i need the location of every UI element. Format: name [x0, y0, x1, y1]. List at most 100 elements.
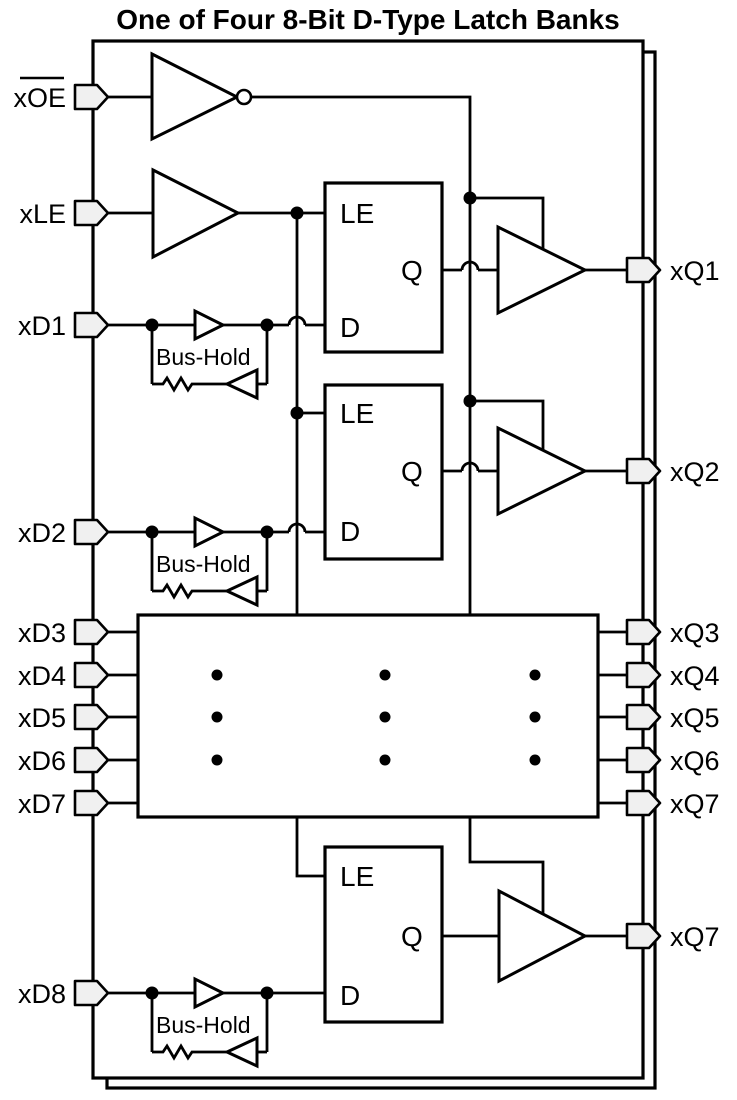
input-label-xd1: xD1 — [18, 311, 66, 341]
input-label-xoe: xOE — [13, 83, 66, 113]
latch-le-label: LE — [340, 861, 374, 892]
tristate-buffer-icon — [496, 425, 589, 517]
output-label-xq8: xQ7 — [670, 922, 720, 952]
output-pin-xq2 — [625, 457, 662, 485]
output-pins — [625, 256, 662, 950]
d8-net — [108, 976, 325, 1010]
input-pin-xd6 — [73, 746, 110, 774]
q8-output — [442, 888, 627, 984]
input-pins — [73, 83, 110, 1007]
oe-inverter-gate-icon — [150, 51, 241, 142]
input-label-xd2: xD2 — [18, 518, 66, 548]
output-label-xq7: xQ7 — [670, 789, 720, 819]
input-pin-xd3 — [73, 618, 110, 646]
wire-hop — [460, 260, 480, 271]
output-pin-xq6 — [625, 746, 662, 774]
output-label-xq3: xQ3 — [670, 618, 720, 648]
input-pin-xd1 — [73, 311, 110, 339]
ellipsis-dot — [211, 669, 223, 681]
tristate-buffer-icon — [497, 888, 589, 984]
latch-2: LE Q D — [323, 383, 444, 561]
latch-q-label: Q — [401, 921, 423, 952]
bus-hold-label: Bus-Hold — [156, 551, 251, 577]
output-label-xq6: xQ6 — [670, 746, 720, 776]
latch-q-label: Q — [401, 255, 423, 286]
output-label-xq2: xQ2 — [670, 457, 720, 487]
output-pin-xq1 — [625, 256, 662, 284]
d2-input-buffer-icon — [193, 515, 227, 549]
latch-d-label: D — [340, 516, 360, 547]
output-labels: xQ1 xQ2 xQ3 xQ4 xQ5 xQ6 xQ7 xQ7 — [670, 256, 720, 952]
ellipsis-dot — [211, 711, 223, 723]
ellipsis-dots — [211, 669, 541, 766]
input-label-xd6: xD6 — [18, 746, 66, 776]
latch-q-label: Q — [401, 456, 423, 487]
inverter-bubble-icon — [235, 88, 253, 106]
output-pin-xq8 — [625, 922, 662, 950]
input-label-xle: xLE — [19, 199, 66, 229]
bus-hold-1: Bus-Hold — [150, 325, 269, 401]
input-pin-xle — [73, 199, 110, 227]
d8-input-buffer-icon — [193, 976, 227, 1010]
bus-hold-legs-wire — [150, 993, 269, 1052]
input-label-xd3: xD3 — [18, 618, 66, 648]
oe-net — [108, 51, 545, 914]
input-labels: xOE xLE xD1 xD2 xD3 xD4 xD5 xD6 xD7 xD8 — [13, 76, 66, 1009]
ellipsis-dot — [529, 754, 541, 766]
latch-d-label: D — [340, 980, 360, 1011]
latch-d-label: D — [340, 312, 360, 343]
q1-output — [442, 224, 627, 316]
le-buffer-gate-icon — [151, 167, 242, 260]
enable-tap-1-wire — [470, 196, 545, 249]
tristate-buffer-icon — [496, 224, 589, 316]
input-stub-wires — [108, 630, 138, 805]
latch-block — [323, 181, 444, 354]
resistor-icon — [152, 582, 227, 600]
latch-le-label: LE — [340, 198, 374, 229]
oe-rail-wire — [251, 95, 472, 615]
bus-hold-3: Bus-Hold — [150, 993, 269, 1069]
wire-hop — [287, 315, 307, 326]
input-label-xd4: xD4 — [18, 661, 66, 691]
latch-le-label: LE — [340, 398, 374, 429]
latch-1: LE Q D — [323, 181, 444, 354]
junction-dot — [290, 406, 304, 420]
junction-dot — [463, 191, 477, 205]
ellipsis-dot — [529, 711, 541, 723]
output-stub-wires — [598, 630, 627, 805]
output-label-xq1: xQ1 — [670, 256, 720, 286]
bus-hold-label: Bus-Hold — [156, 1012, 251, 1038]
diagram-title: One of Four 8-Bit D-Type Latch Banks — [116, 4, 620, 35]
output-pin-xq3 — [625, 618, 662, 646]
input-label-xd8: xD8 — [18, 979, 66, 1009]
resistor-icon — [152, 1043, 227, 1061]
d2-net — [108, 515, 325, 549]
enable-tap-2-wire — [470, 399, 545, 450]
output-pin-xq4 — [625, 661, 662, 689]
ellipsis-dot — [379, 711, 391, 723]
output-label-xq5: xQ5 — [670, 703, 720, 733]
bus-hold-legs-wire — [150, 325, 269, 384]
resistor-icon — [152, 375, 227, 393]
input-pin-xd7 — [73, 789, 110, 817]
repeated-channels-box — [108, 613, 627, 819]
input-label-xd5: xD5 — [18, 703, 66, 733]
input-pin-xd2 — [73, 518, 110, 546]
input-pin-xd8 — [73, 979, 110, 1007]
ellipsis-dot — [529, 669, 541, 681]
wire-hop — [287, 522, 307, 533]
input-pin-xoe — [73, 83, 110, 111]
output-label-xq4: xQ4 — [670, 661, 720, 691]
bus-hold-2: Bus-Hold — [150, 532, 269, 608]
channels-block — [136, 613, 600, 819]
latch-block — [323, 845, 444, 1024]
input-pin-xd4 — [73, 661, 110, 689]
bus-hold-label: Bus-Hold — [156, 344, 251, 370]
input-label-xd7: xD7 — [18, 789, 66, 819]
ellipsis-dot — [379, 754, 391, 766]
output-pin-xq7 — [625, 789, 662, 817]
ellipsis-dot — [379, 669, 391, 681]
bus-hold-legs-wire — [150, 532, 269, 591]
ellipsis-dot — [211, 754, 223, 766]
